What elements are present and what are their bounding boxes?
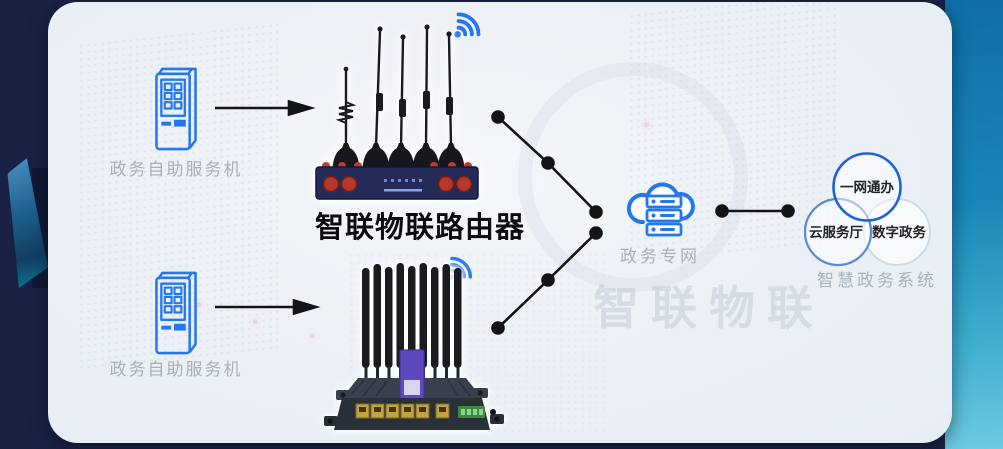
connector-overlay xyxy=(215,99,795,335)
smart-gov-venn: 一网通办 云服务厅 数字政务 xyxy=(803,152,931,267)
background-watermark: 智联物联 xyxy=(593,282,825,334)
iot-router-bottom xyxy=(324,263,504,430)
router-body xyxy=(315,162,479,200)
router-group-title: 智联物联路由器 xyxy=(314,212,525,244)
venn-label-left: 云服务厅 xyxy=(809,224,863,240)
venn-circle-one-network xyxy=(832,152,902,222)
router-antennas xyxy=(332,24,465,177)
cloud-server-icon xyxy=(626,182,695,237)
venn-label-top: 一网通办 xyxy=(840,179,894,195)
kiosk-top-label: 政务自助服务机 xyxy=(109,160,243,179)
ethernet-ports xyxy=(355,403,450,419)
smart-gov-caption: 智慧政务系统 xyxy=(817,271,937,290)
spark-decor xyxy=(253,320,257,324)
spark-decor xyxy=(196,302,201,307)
iot-router-top xyxy=(315,24,479,200)
kiosk-icon xyxy=(155,271,197,355)
wifi-icon xyxy=(454,12,481,38)
venn-label-right: 数字政务 xyxy=(872,224,926,240)
server-rack xyxy=(645,194,683,237)
arrowhead xyxy=(287,99,316,117)
cloud-label: 政务专网 xyxy=(620,247,700,266)
router-antennas xyxy=(362,263,462,380)
reset-button xyxy=(490,409,496,415)
connector-dots xyxy=(491,110,795,335)
spark-decor xyxy=(310,334,314,338)
arrowhead xyxy=(292,298,321,316)
kiosk-bottom-label: 政务自助服务机 xyxy=(109,360,243,379)
router-body xyxy=(324,349,504,430)
spark-decor xyxy=(644,122,649,127)
right-teal-band xyxy=(945,0,1003,449)
kiosk-icon xyxy=(155,67,197,151)
diagram-panel: 智联物联 xyxy=(48,2,952,443)
